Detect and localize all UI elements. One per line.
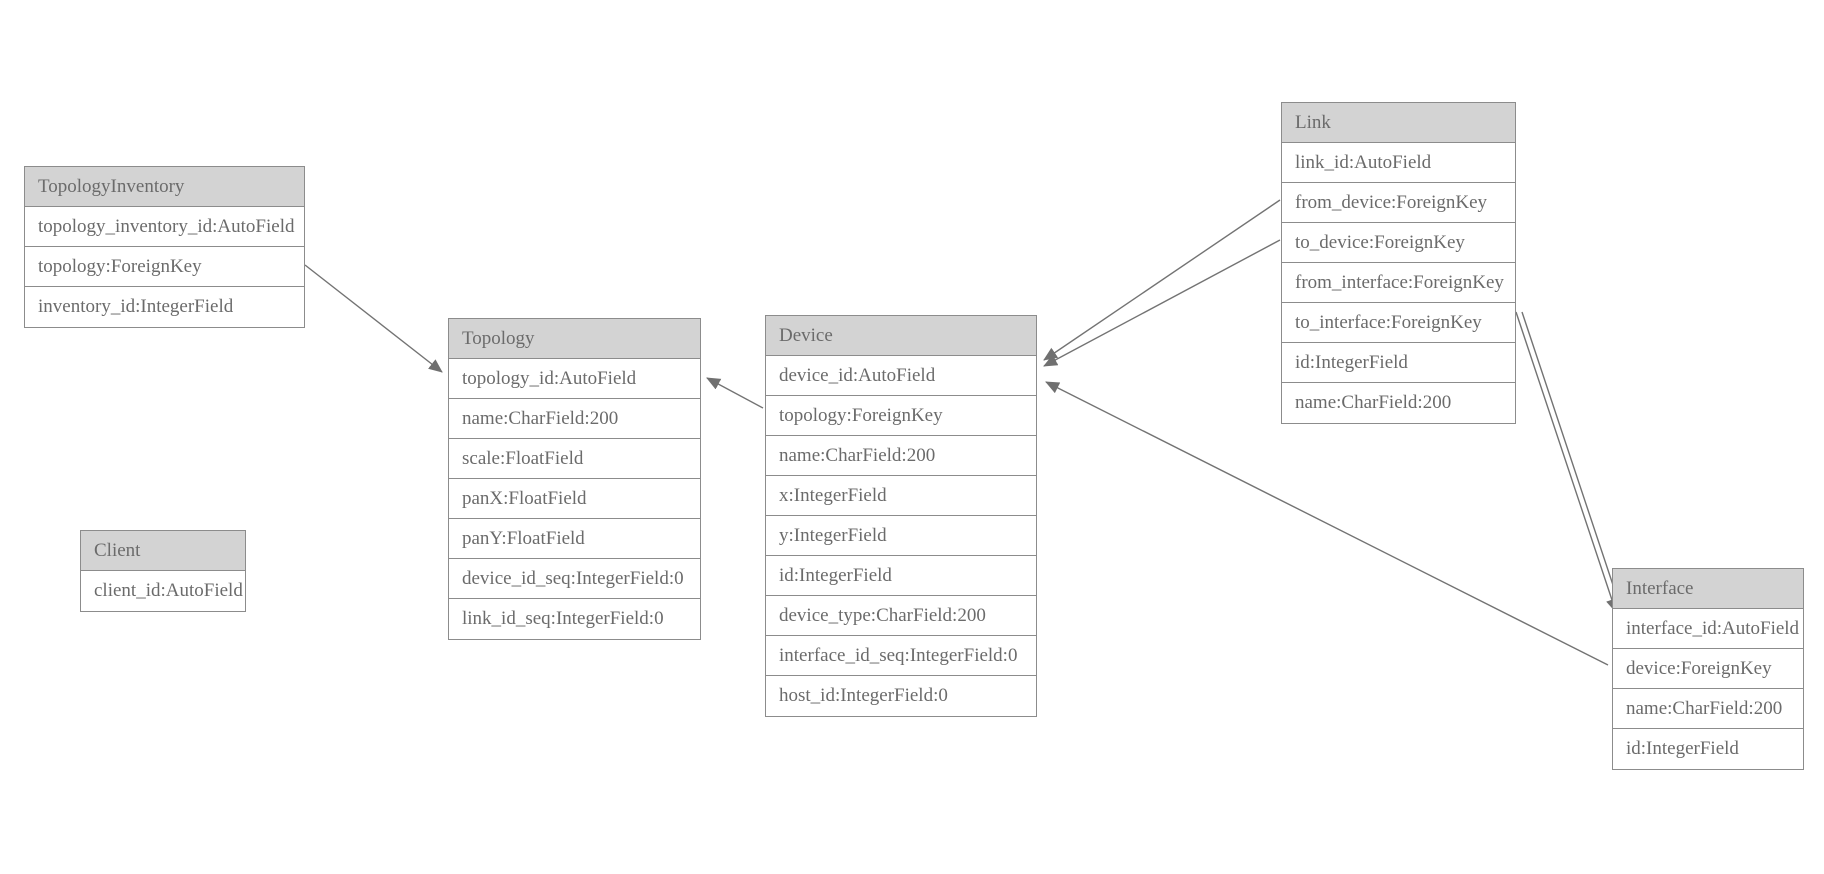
entity-field: topology_inventory_id:AutoField (25, 207, 304, 247)
edge-link-interface-from (1515, 311, 1618, 613)
edge-interface-device (1045, 381, 1609, 666)
entity-field: topology:ForeignKey (25, 247, 304, 287)
entity-title-device: Device (766, 316, 1036, 356)
entity-field: from_device:ForeignKey (1282, 183, 1515, 223)
entity-field: panY:FloatField (449, 519, 700, 559)
entity-field: scale:FloatField (449, 439, 700, 479)
entity-field: id:IntegerField (1282, 343, 1515, 383)
entity-field: to_interface:ForeignKey (1282, 303, 1515, 343)
entity-field: id:IntegerField (766, 556, 1036, 596)
entity-field: y:IntegerField (766, 516, 1036, 556)
entity-title-client: Client (81, 531, 245, 571)
entity-field: x:IntegerField (766, 476, 1036, 516)
entity-field: device_type:CharField:200 (766, 596, 1036, 636)
entity-field: name:CharField:200 (1282, 383, 1515, 423)
entity-title-topologyinventory: TopologyInventory (25, 167, 304, 207)
entity-field: name:CharField:200 (766, 436, 1036, 476)
edge-device-topology (706, 377, 764, 409)
edge-link-interface-to (1521, 311, 1624, 613)
edge-topologyinventory-topology (304, 264, 443, 373)
entity-title-link: Link (1282, 103, 1515, 143)
edge-link-device-from (1043, 199, 1281, 361)
entity-field: client_id:AutoField (81, 571, 245, 611)
entity-field: device_id_seq:IntegerField:0 (449, 559, 700, 599)
entity-field: inventory_id:IntegerField (25, 287, 304, 327)
entity-field: device_id:AutoField (766, 356, 1036, 396)
entity-field: link_id:AutoField (1282, 143, 1515, 183)
entity-title-interface: Interface (1613, 569, 1803, 609)
entity-field: link_id_seq:IntegerField:0 (449, 599, 700, 639)
entity-field: name:CharField:200 (449, 399, 700, 439)
entity-field: device:ForeignKey (1613, 649, 1803, 689)
entity-field: from_interface:ForeignKey (1282, 263, 1515, 303)
entity-field: host_id:IntegerField:0 (766, 676, 1036, 716)
entity-field: panX:FloatField (449, 479, 700, 519)
entity-field: topology:ForeignKey (766, 396, 1036, 436)
entity-field: topology_id:AutoField (449, 359, 700, 399)
entity-title-topology: Topology (449, 319, 700, 359)
entity-field: id:IntegerField (1613, 729, 1803, 769)
entity-field: interface_id_seq:IntegerField:0 (766, 636, 1036, 676)
edge-link-device-to (1043, 239, 1281, 367)
entity-field: name:CharField:200 (1613, 689, 1803, 729)
entity-field: interface_id:AutoField (1613, 609, 1803, 649)
entity-field: to_device:ForeignKey (1282, 223, 1515, 263)
